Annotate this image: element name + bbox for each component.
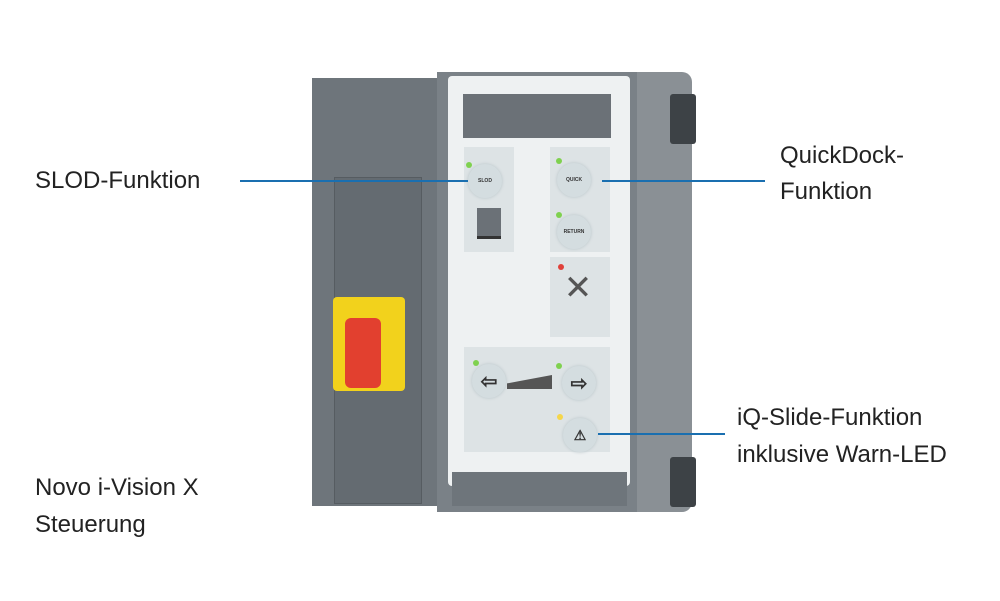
hinge-top xyxy=(670,94,696,144)
quick-button[interactable]: QUICK xyxy=(557,163,591,197)
quickdock-callout-line xyxy=(602,180,765,182)
quick-led xyxy=(556,158,562,164)
door-icon xyxy=(477,208,501,239)
iq-slide-button[interactable]: ⚠ xyxy=(563,418,597,452)
bottom-strip xyxy=(452,472,627,506)
iqslide-label-2: inklusive Warn-LED xyxy=(737,441,947,468)
housing-right xyxy=(630,72,692,512)
control-unit xyxy=(312,72,696,512)
slide-left-button[interactable]: ⇦ xyxy=(472,364,506,398)
hinge-bottom xyxy=(670,457,696,507)
display xyxy=(463,94,611,138)
return-led xyxy=(556,212,562,218)
slod-led xyxy=(466,162,472,168)
left-led xyxy=(473,360,479,366)
slide-right-button[interactable]: ⇨ xyxy=(562,366,596,400)
slod-label: SLOD-Funktion xyxy=(35,167,201,194)
quickdock-label-2: Funktion xyxy=(780,178,873,205)
stop-zone xyxy=(550,257,610,337)
product-label-1: Novo i-Vision X xyxy=(35,474,199,501)
iqslide-label-1: iQ-Slide-Funktion xyxy=(737,404,923,431)
right-led xyxy=(556,363,562,369)
main-switch-handle[interactable] xyxy=(345,318,381,388)
slod-button[interactable]: SLOD xyxy=(468,164,502,198)
product-label-2: Steuerung xyxy=(35,511,146,538)
warn-led xyxy=(557,414,563,420)
return-button[interactable]: RETURN xyxy=(557,215,591,249)
quickdock-label-1: QuickDock- xyxy=(780,142,905,169)
slod-callout-line xyxy=(240,180,468,182)
stop-icon: ✕ xyxy=(563,269,593,307)
iqslide-callout-line xyxy=(598,433,725,435)
stop-led xyxy=(558,264,564,270)
